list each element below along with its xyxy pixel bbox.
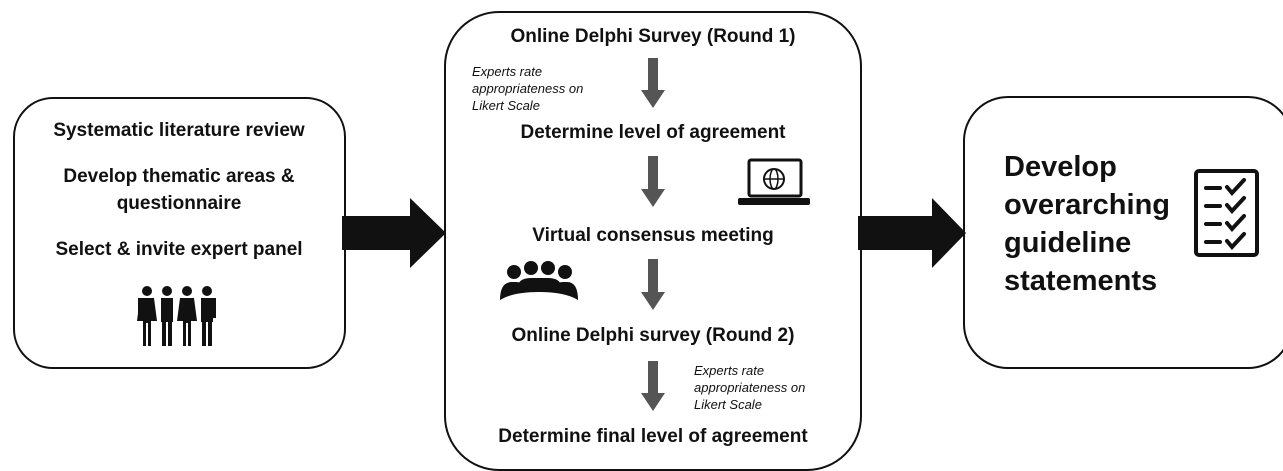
outcome-line2: overarching	[1004, 189, 1170, 221]
down-arrow-1	[641, 58, 665, 108]
middle-step-final-agreement: Determine final level of agreement	[498, 426, 808, 447]
left-step-expert-panel: Select & invite expert panel	[55, 239, 303, 260]
down-arrows	[641, 58, 665, 411]
note1-line2: appropriateness on	[472, 81, 584, 96]
meeting-group-icon	[500, 261, 578, 300]
note2-line3: Likert Scale	[694, 397, 762, 412]
middle-step-consensus-meeting: Virtual consensus meeting	[532, 225, 774, 246]
middle-step-survey-round-1: Online Delphi Survey (Round 1)	[510, 26, 796, 47]
left-step-thematic-areas-2: questionnaire	[116, 193, 242, 214]
left-step-thematic-areas-1: Develop thematic areas &	[63, 166, 295, 187]
outcome-line1: Develop	[1004, 151, 1117, 183]
laptop-globe-icon	[738, 158, 810, 205]
note2-line2: appropriateness on	[694, 380, 806, 395]
down-arrow-3	[641, 259, 665, 310]
outcome-line4: statements	[1004, 265, 1158, 297]
note2-line1: Experts rate	[694, 363, 765, 378]
note-experts-rate-2: Experts rate appropriateness on Likert S…	[694, 362, 805, 413]
left-stage-box	[13, 97, 346, 369]
down-arrow-2	[641, 156, 665, 207]
note1-line1: Experts rate	[472, 64, 543, 79]
middle-step-level-of-agreement: Determine level of agreement	[520, 122, 786, 143]
big-arrow-right	[858, 198, 966, 268]
note-experts-rate-1: Experts rate appropriateness on Likert S…	[472, 63, 583, 114]
big-arrow-left	[342, 198, 446, 268]
right-outcome-text: Develop overarching guideline statements	[1004, 148, 1170, 300]
people-group-icon	[137, 286, 216, 346]
left-step-literature-review: Systematic literature review	[53, 120, 305, 141]
note1-line3: Likert Scale	[472, 98, 540, 113]
down-arrow-4	[641, 361, 665, 411]
middle-step-survey-round-2: Online Delphi survey (Round 2)	[511, 325, 795, 346]
checklist-icon	[1194, 169, 1259, 257]
outcome-line3: guideline	[1004, 227, 1132, 259]
